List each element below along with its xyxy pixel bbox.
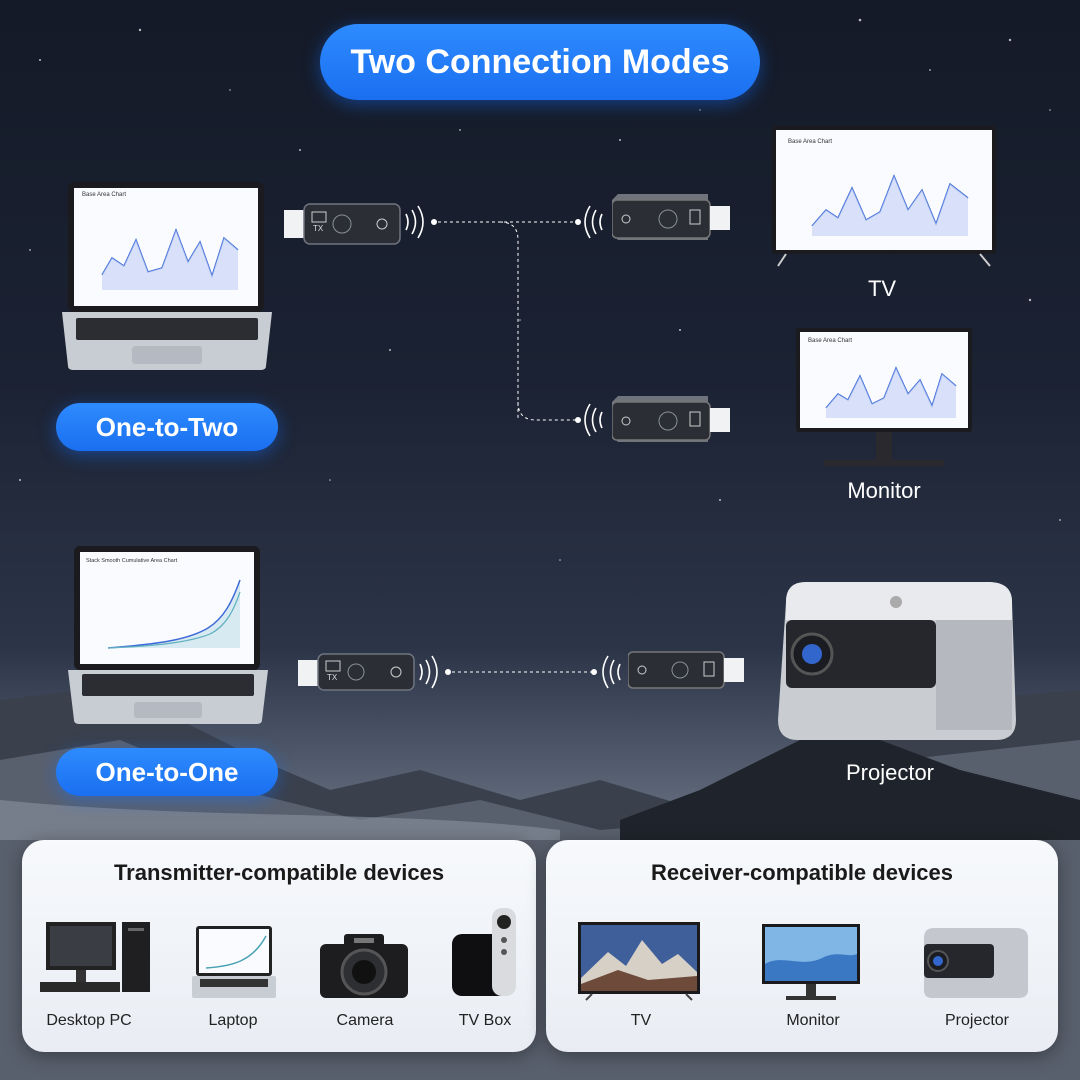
tx-label-bottom: TX — [327, 673, 338, 682]
projector-label: Projector — [845, 760, 935, 785]
mode-one-to-one-label: One-to-One — [56, 748, 278, 796]
rx-dongle-bottom — [627, 650, 746, 690]
receiver-item-tv: TV — [630, 1012, 652, 1029]
projector-icon — [924, 928, 1028, 998]
signal-path-one-to-one — [419, 655, 621, 689]
tx-dongle-bottom: TX — [298, 652, 418, 692]
mode-one-to-two-label: One-to-Two — [56, 403, 278, 451]
transmitter-item-desktop-pc: Desktop PC — [46, 1012, 132, 1029]
tx-label: TX — [313, 224, 324, 233]
rx-dongle-top — [611, 194, 732, 240]
tv-device: Base Area Chart — [772, 126, 998, 270]
transmitter-panel: Transmitter-compatible devices Desktop P… — [22, 840, 536, 1052]
rx-dongle-middle — [611, 396, 732, 442]
receiver-item-monitor: Monitor — [786, 1012, 840, 1029]
tv-chart-title: Base Area Chart — [788, 139, 833, 145]
transmitter-item-laptop: Laptop — [208, 1012, 258, 1029]
transmitter-item-tv-box: TV Box — [458, 1012, 512, 1029]
monitor-label: Monitor — [847, 478, 921, 503]
signal-path-one-to-two — [405, 205, 603, 437]
desktop-pc-icon — [40, 922, 150, 992]
receiver-panel: Receiver-compatible devices TV Monitor P… — [546, 840, 1058, 1052]
tv-icon — [578, 922, 700, 1001]
laptop-bottom: Stack Smooth Cumulative Area Chart — [68, 544, 268, 724]
laptop-top-chart-title: Base Area Chart — [82, 192, 127, 198]
monitor-icon — [762, 924, 860, 1000]
monitor-device: Base Area Chart — [796, 328, 974, 468]
transmitter-item-camera: Camera — [336, 1012, 394, 1029]
tv-label: TV — [867, 276, 897, 301]
tx-dongle-top: TX — [284, 202, 404, 246]
tv-box-icon — [452, 908, 516, 996]
transmitter-panel-heading: Transmitter-compatible devices — [113, 860, 445, 885]
receiver-panel-heading: Receiver-compatible devices — [650, 860, 954, 885]
laptop-top: Base Area Chart — [62, 180, 272, 370]
receiver-item-projector: Projector — [944, 1012, 1010, 1029]
projector-device — [776, 580, 1018, 742]
laptop-bottom-chart-title: Stack Smooth Cumulative Area Chart — [86, 558, 178, 564]
monitor-chart-title: Base Area Chart — [808, 338, 853, 344]
laptop-icon — [192, 926, 276, 998]
page-title: Two Connection Modes — [320, 24, 760, 100]
camera-icon — [320, 934, 408, 998]
